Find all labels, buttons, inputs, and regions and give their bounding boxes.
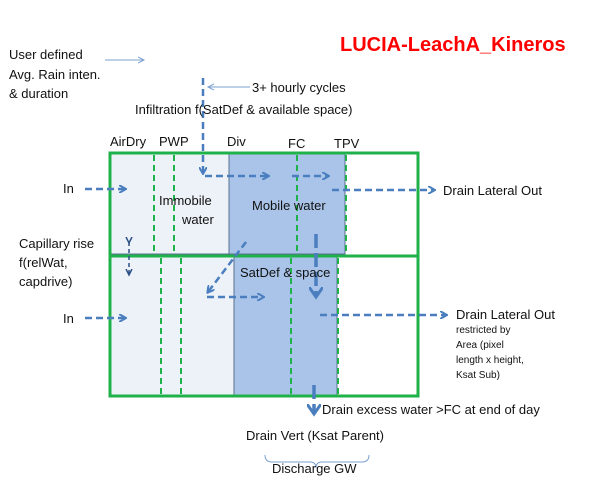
discharge-label: Discharge GW: [272, 461, 357, 476]
immobile-label-1: Immobile: [159, 193, 212, 208]
top-mobile-zone: [228, 152, 346, 255]
drain-lateral-top-label: Drain Lateral Out: [443, 183, 542, 198]
column-fc: FC: [288, 136, 306, 151]
infiltration-label: Infiltration f(SatDef & available space): [135, 102, 353, 117]
restricted-label-1: restricted by: [456, 325, 511, 336]
threshold-lines: [153, 155, 347, 394]
capillary-label-2: f(relWat,: [19, 255, 68, 270]
in-bottom-label: In: [63, 311, 74, 326]
drain-excess-label: Drain excess water >FC at end of day: [322, 402, 540, 417]
restricted-label-3: length x height,: [456, 355, 524, 366]
bottom-layer-box: [108, 254, 420, 398]
discharge-brace: [264, 454, 370, 469]
restricted-label-2: Area (pixel: [456, 340, 504, 351]
capillary-label-3: capdrive): [19, 274, 73, 289]
bottom-immobile-zone: [109, 256, 235, 397]
mobile-label: Mobile water: [252, 198, 326, 213]
column-div: Div: [227, 134, 246, 149]
user-defined-label-2: Avg. Rain inten.: [9, 67, 101, 82]
immobile-label-2: water: [182, 212, 214, 227]
drain-lateral-bottom-label: Drain Lateral Out: [456, 307, 555, 322]
cycles-label: 3+ hourly cycles: [252, 80, 346, 95]
user-defined-label-3: & duration: [9, 86, 69, 101]
diagram-title: LUCIA-LeachA_Kineros: [340, 34, 566, 56]
bottom-mobile-zone: [233, 256, 338, 397]
column-airdry: AirDry: [110, 134, 147, 149]
user-defined-label-1: User defined: [9, 47, 83, 62]
capillary-label-1: Capillary rise: [19, 236, 95, 251]
in-top-label: In: [63, 181, 74, 196]
restricted-label-4: Ksat Sub): [456, 370, 500, 381]
column-pwp: PWP: [159, 134, 189, 149]
satdef-label: SatDef & space: [240, 265, 331, 280]
drain-vert-label: Drain Vert (Ksat Parent): [246, 428, 384, 443]
column-tpv: TPV: [334, 136, 360, 151]
